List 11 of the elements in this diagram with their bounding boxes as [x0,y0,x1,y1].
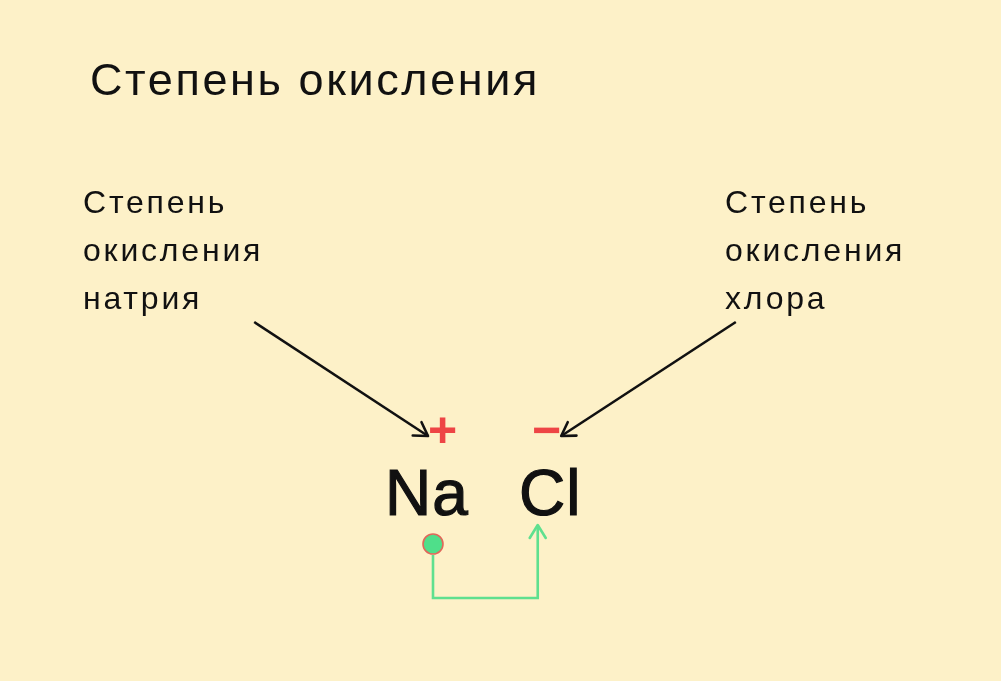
charge-sign: + [428,405,458,455]
arrow [253,320,430,438]
annotation-text: Степень окисления хлора [725,178,906,322]
element-symbol: Cl [519,461,582,525]
element-symbol: Na [385,461,469,525]
annotation-text: Степень окисления натрия [83,178,264,322]
arrow [559,320,737,438]
dot-icon [422,533,444,555]
arrow [431,523,548,600]
charge-sign: − [532,405,562,455]
title: Степень окисления [90,57,540,102]
